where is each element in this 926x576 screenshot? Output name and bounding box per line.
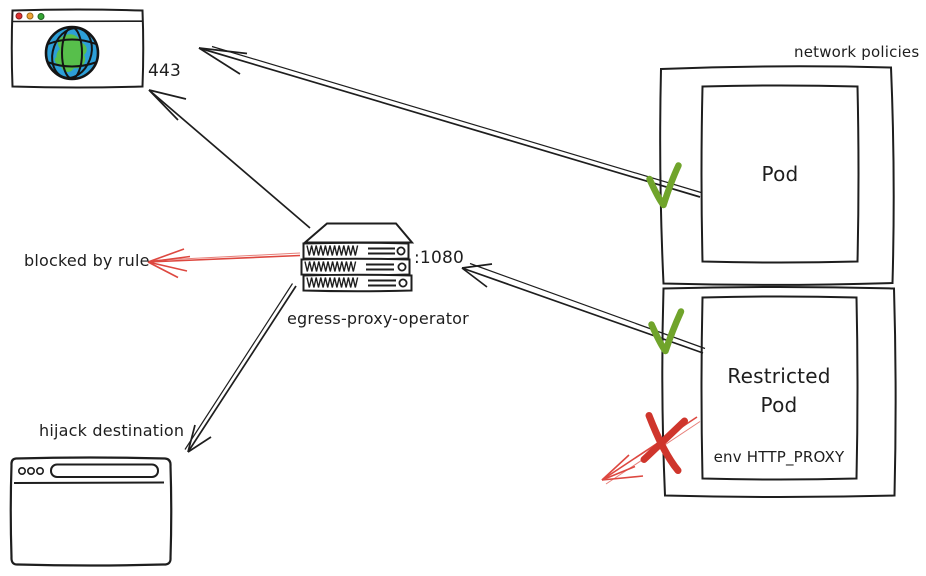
arrow-pod-to-internet: [198, 45, 702, 198]
server-vent-hatch: [306, 277, 359, 288]
pod-box: [700, 84, 860, 264]
window-dot-green: [37, 13, 45, 20]
server-vent-hatch: [306, 245, 359, 256]
hijack-window-dot: [26, 466, 35, 475]
egress-proxy-operator-label: egress-proxy-operator: [287, 309, 469, 328]
hijack-browser-window: [9, 456, 173, 567]
window-dot-orange: [26, 12, 34, 20]
server-lock-icon: [396, 246, 406, 256]
restricted-pod-box: [700, 295, 859, 481]
server-stack-icon: [300, 222, 415, 293]
network-policies-label: network policies: [794, 43, 920, 61]
globe-icon: [44, 25, 100, 81]
restricted-pod-label: Restricted Pod: [727, 364, 831, 417]
arrow-restricted-to-proxy: [461, 262, 706, 354]
arrow-proxy-to-hijack: [184, 283, 297, 453]
pod-label: Pod: [761, 162, 799, 186]
hijack-window-dot: [35, 466, 44, 475]
server-lock-icon: [398, 278, 408, 288]
env-http-proxy-label: env HTTP_PROXY: [713, 448, 845, 466]
red-x-icon: [640, 412, 688, 474]
port-1080-label: :1080: [414, 248, 464, 268]
internet-browser-window: [10, 8, 145, 89]
arrow-blocked-by-rule: [147, 248, 301, 279]
green-check-icon: [646, 162, 682, 209]
pod-network-policy-box: [659, 65, 895, 286]
server-lock-icon: [397, 262, 407, 272]
hijack-window-dot: [17, 466, 26, 475]
server-vent-hatch: [304, 261, 357, 272]
address-bar: [50, 463, 159, 478]
restricted-network-policy-box: [661, 286, 897, 498]
port-443-label: 443: [148, 61, 182, 81]
hijack-destination-label: hijack destination: [39, 421, 185, 440]
arrow-proxy-to-internet: [148, 89, 311, 229]
window-dot-red: [15, 12, 23, 20]
green-check-icon: [648, 308, 685, 355]
blocked-by-rule-label: blocked by rule: [24, 251, 150, 270]
